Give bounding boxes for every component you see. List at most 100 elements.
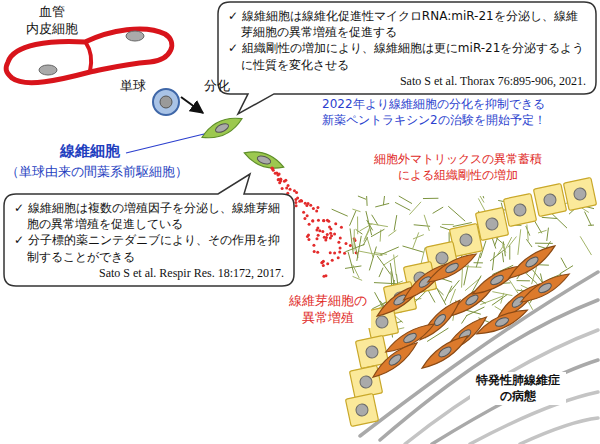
matrix-fiber: [366, 196, 368, 206]
epithelial-cell: [563, 177, 596, 210]
bullet-text: ✓ 線維細胞は複数の増殖因子を分泌し、線維芽細胞の異常増殖を促進している: [14, 200, 284, 232]
fibrocyte-body: [199, 112, 245, 143]
secreted-particle: [322, 275, 325, 278]
fibroblast-nucleus: [494, 316, 510, 328]
matrix-fiber: [585, 212, 592, 226]
matrix-fiber: [505, 237, 512, 250]
fibroblast: [369, 338, 421, 382]
matrix-fiber: [561, 258, 567, 268]
matrix-fiber: [395, 202, 410, 210]
secreted-particle: [281, 187, 284, 190]
fibroblast-nucleus: [402, 331, 418, 344]
secreted-particle: [293, 189, 296, 192]
secreted-particle: [306, 214, 309, 217]
secreted-particle: [312, 207, 315, 210]
matrix-fiber: [502, 252, 503, 262]
matrix-fiber: [526, 239, 532, 247]
cell-label: 単球: [120, 78, 146, 95]
matrix-fiber: [423, 198, 438, 199]
secreted-particle: [307, 238, 310, 241]
matrix-fiber: [448, 206, 465, 221]
matrix-fiber: [352, 209, 360, 212]
secreted-particle: [322, 219, 325, 222]
fibroblast: [518, 269, 572, 307]
fibroblast-body: [425, 249, 479, 287]
matrix-fiber: [462, 315, 468, 324]
bullet-text: ✓ 組織剛性の増加により、線維細胞は更にmiR-21を分泌するように性質を変化さ…: [228, 40, 586, 72]
secreted-particle: [284, 179, 287, 182]
matrix-fiber: [424, 215, 429, 231]
cell-junction: [86, 43, 91, 71]
fibrocyte-nucleus: [214, 122, 230, 134]
epithelial-cell: [345, 393, 378, 426]
matrix-fiber: [413, 235, 424, 239]
matrix-fiber: [551, 212, 567, 228]
secreted-particle: [339, 247, 342, 250]
fibroblast: [470, 261, 524, 299]
epithelial-cell: [533, 183, 566, 216]
fibroblast-nucleus: [387, 353, 402, 367]
bubble-shape: [4, 174, 294, 286]
fibroblast: [474, 305, 530, 340]
matrix-fiber: [367, 237, 373, 258]
fibroblast-body: [419, 331, 472, 373]
endothelial-nucleus: [39, 65, 57, 75]
secreted-particle: [322, 264, 325, 267]
lung-fiber: [360, 272, 598, 436]
lung-fiber: [432, 360, 598, 444]
citation: Sato S et al. Respir Res. 18:172, 2017.: [14, 265, 284, 281]
matrix-fiber: [394, 215, 397, 231]
lung-fiber: [405, 330, 598, 444]
matrix-fiber: [353, 265, 360, 278]
endothelial-nucleus: [126, 31, 144, 41]
monocyte-nucleus: [160, 96, 172, 108]
matrix-fiber: [412, 232, 418, 249]
secreted-particle: [321, 261, 324, 264]
fibrocyte-body: [242, 147, 286, 174]
epithelial-cell: [503, 193, 536, 226]
matrix-fiber: [580, 236, 591, 255]
secreted-particle: [337, 256, 340, 259]
epithelial-nucleus: [485, 217, 499, 231]
leader-line: [126, 134, 204, 153]
monocyte: [153, 89, 179, 115]
matrix-fiber: [509, 245, 510, 259]
vessel-label: 血管 内皮細胞: [22, 4, 82, 38]
secreted-particle: [311, 219, 314, 222]
secreted-particle: [315, 237, 318, 240]
secreted-particle: [321, 230, 324, 233]
matrix-fiber: [464, 266, 482, 268]
fibroblast: [425, 249, 479, 287]
fibroblast-body: [506, 241, 559, 283]
secreted-particle: [304, 202, 307, 205]
note-text: 2022年より線維細胞の分化を抑制できる新薬ペントラキシン2の治験を開始予定！: [322, 97, 554, 128]
matrix-fiber: [547, 228, 549, 241]
bullet-text: ✓ 線維細胞は線維化促進性マイクロRNA:miR-21を分泌し、線維芽細胞の異常…: [228, 8, 586, 40]
epithelial-nucleus: [375, 315, 389, 329]
fibroblast-label: 線維芽細胞の異常増殖: [285, 292, 371, 328]
secreted-particle: [312, 244, 315, 247]
epithelial-nucleus: [355, 403, 369, 417]
matrix-fiber: [332, 209, 348, 216]
matrix-fiber: [359, 251, 383, 256]
matrix-fiber: [379, 268, 383, 277]
callout-bubble: ✓ 線維細胞は線維化促進性マイクロRNA:miR-21を分泌し、線維芽細胞の異常…: [218, 2, 596, 94]
matrix-fiber: [582, 208, 589, 213]
matrix-label: 細胞外マトリックスの異常蓄積による組織剛性の増加: [370, 152, 546, 183]
fibrocyte: [242, 147, 286, 174]
matrix-fiber: [518, 229, 521, 255]
matrix-fiber: [380, 247, 399, 255]
secreted-particle: [338, 250, 341, 253]
epithelial-cell-body: [563, 177, 596, 210]
epithelial-nucleus: [359, 375, 373, 389]
secreted-particle: [307, 233, 310, 236]
secreted-particle: [316, 206, 319, 209]
secreted-particle: [344, 242, 347, 245]
secreted-particle: [287, 184, 290, 187]
blood-vessel: [6, 29, 172, 83]
matrix-fiber: [480, 196, 484, 203]
bullet-text: ✓ 分子標的薬ニンテダニブにより、その作用を抑制することができる: [14, 232, 284, 264]
matrix-fiber: [353, 229, 354, 250]
fibroblast-nucleus: [433, 313, 448, 328]
fibroblast: [506, 241, 559, 283]
